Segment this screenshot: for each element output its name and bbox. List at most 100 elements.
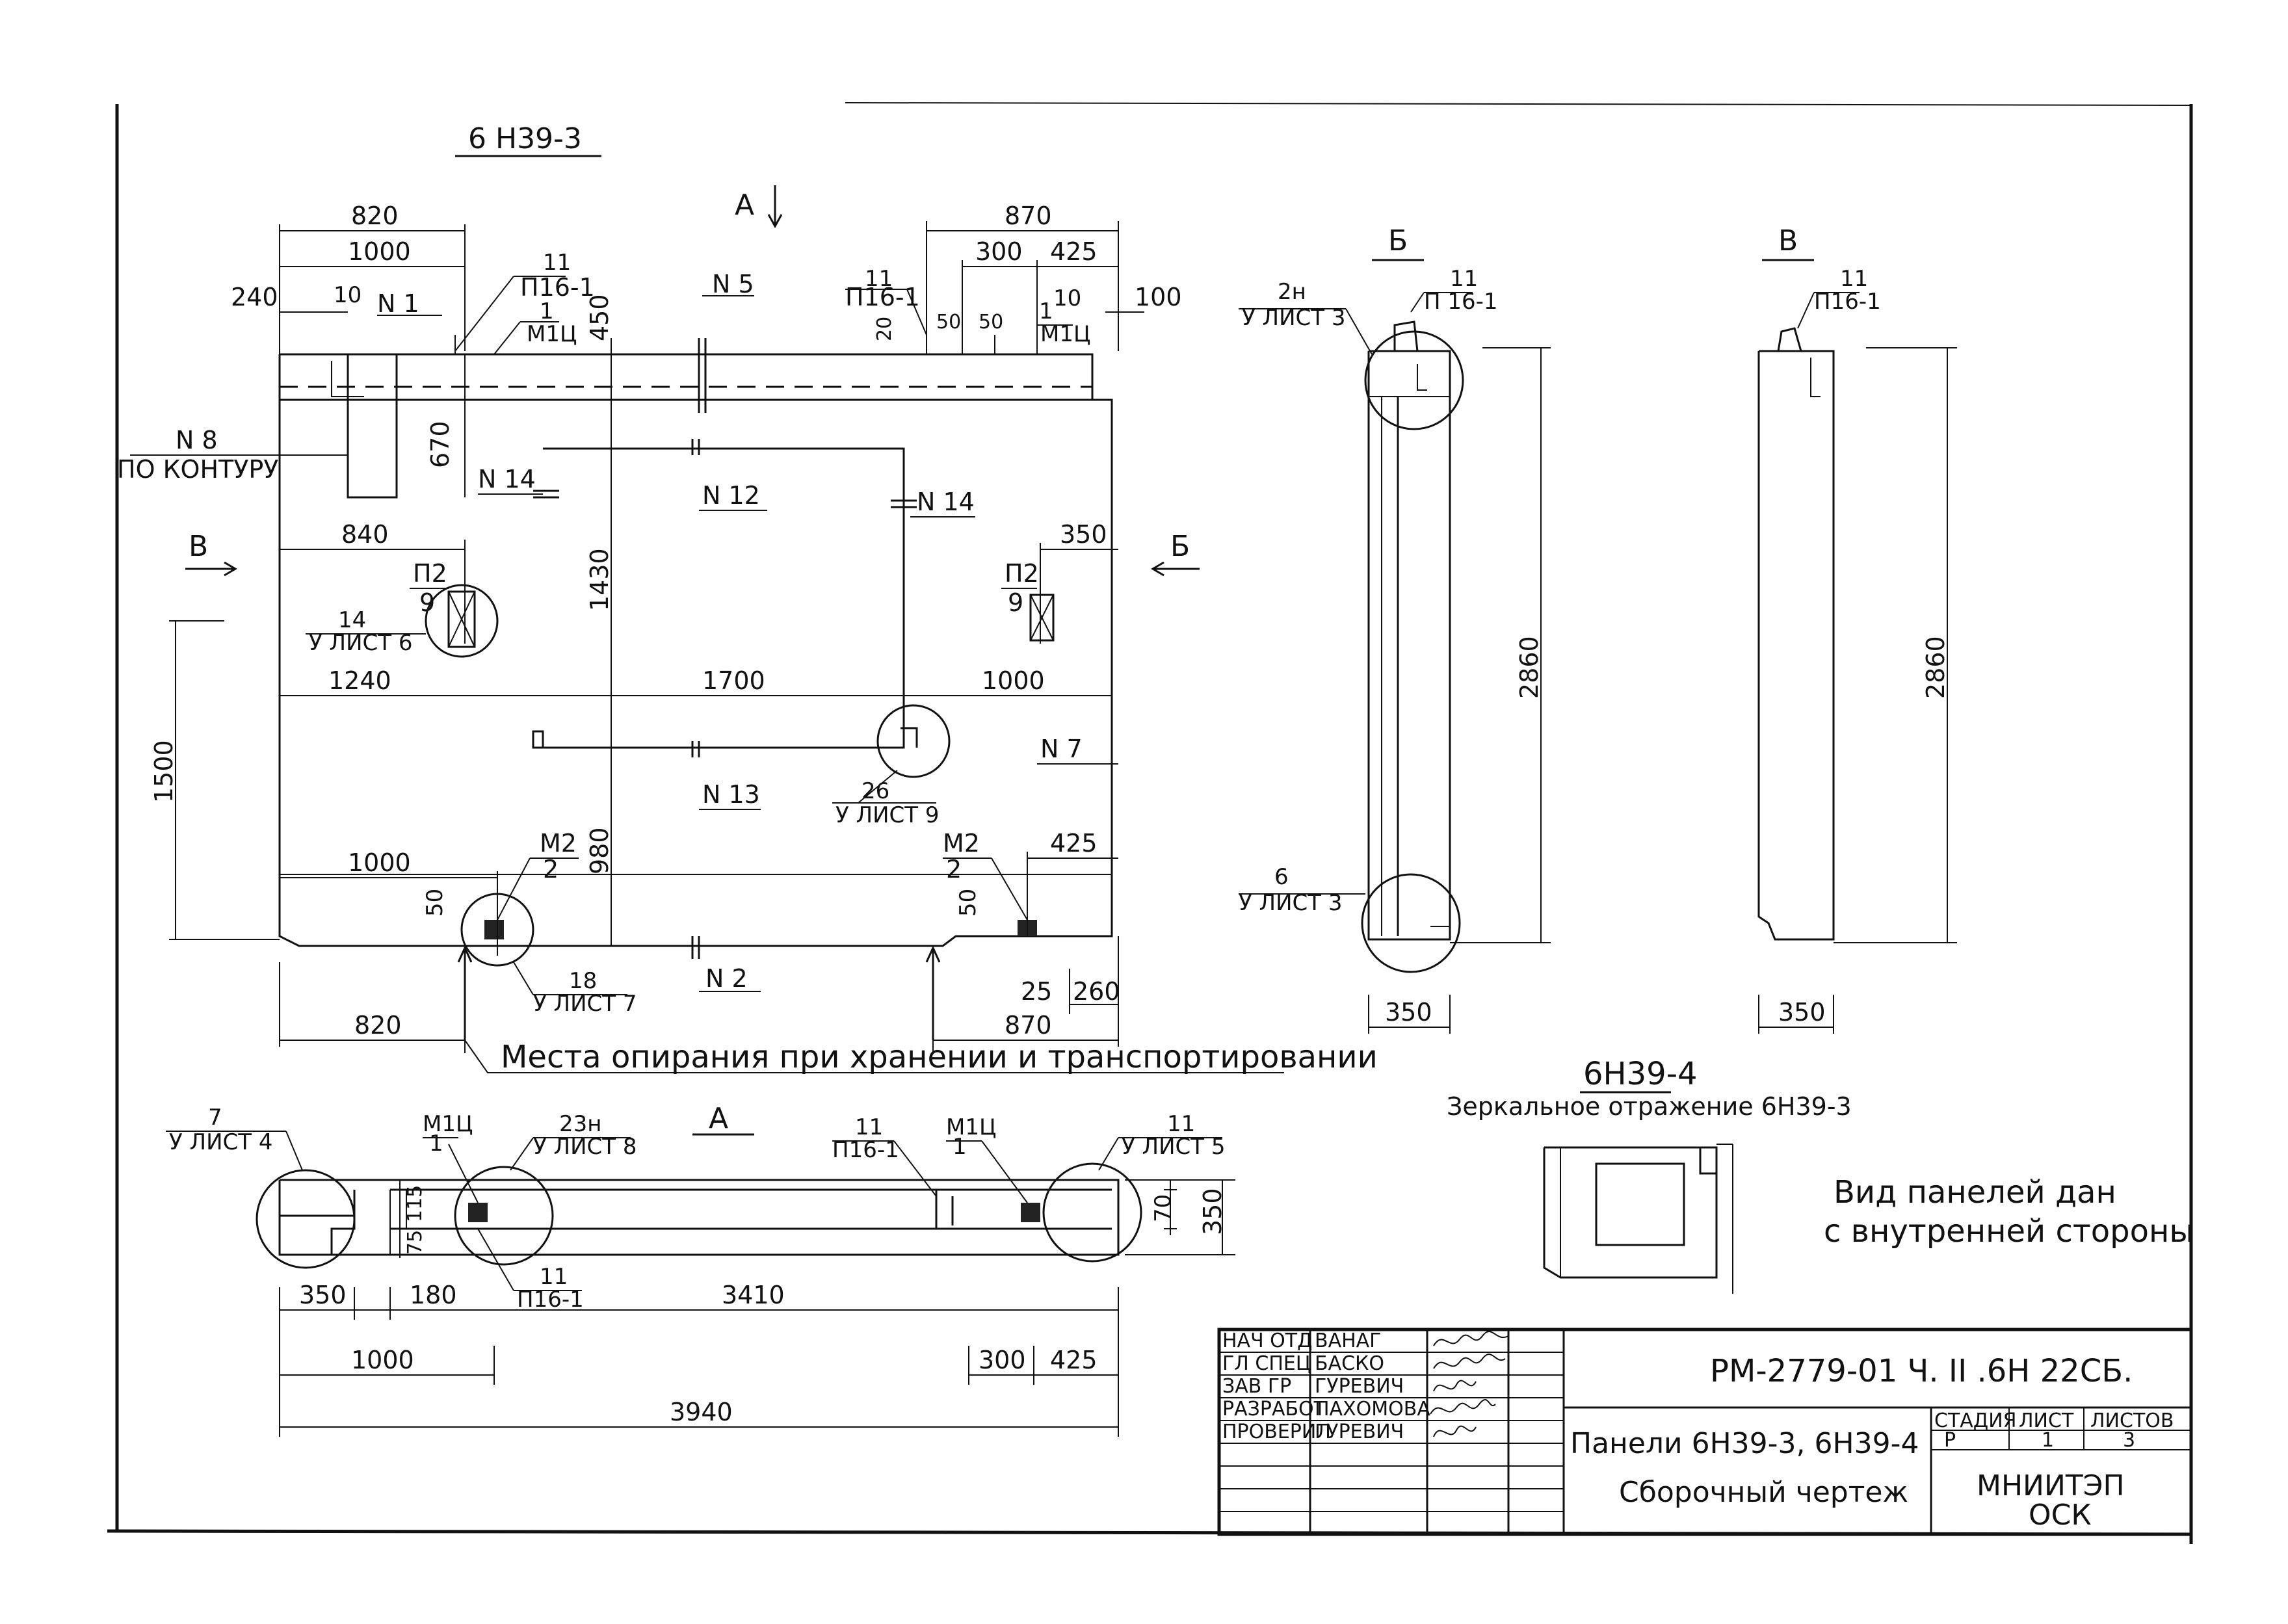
label-n1: N 1: [377, 289, 419, 318]
dim-10-right: 10: [1053, 285, 1081, 311]
dim-450: 450: [585, 294, 614, 341]
dim-50a: 50: [936, 311, 961, 334]
m1c-left: М1Ц: [527, 321, 577, 347]
label-n8: N 8: [176, 426, 218, 454]
tb-role-4: ПРОВЕРИЛ: [1222, 1421, 1331, 1443]
dim-820-bottom: 820: [354, 1011, 402, 1040]
dim-50b: 50: [979, 311, 1003, 334]
plan-m1c-right: М1Ц: [946, 1114, 996, 1140]
p16-right-num: 11: [865, 266, 893, 292]
plan-view: А 7 У ЛИСТ 4 1 М1Ц 23н У ЛИСТ 8 11 П16-1…: [166, 1102, 1235, 1437]
dim-1430: 1430: [585, 548, 614, 611]
plan-d350-left: 350: [299, 1281, 347, 1309]
dim-240: 240: [231, 283, 278, 311]
dim-20: 20: [873, 317, 896, 341]
plan-p16-mid-num: 11: [855, 1114, 883, 1140]
dim-100: 100: [1135, 283, 1182, 311]
dim-820-top: 820: [351, 202, 399, 230]
dim-350-right: 350: [1060, 520, 1107, 549]
view-note-line2: с внутренней стороны: [1824, 1213, 2194, 1250]
dim-1240: 1240: [328, 666, 391, 695]
plan-m1c-left: М1Ц: [423, 1111, 473, 1137]
dim-1000-top: 1000: [348, 237, 411, 266]
m1c-left-num: 1: [540, 298, 554, 324]
plan-view-marker: А: [709, 1102, 728, 1135]
plan-d350: 350: [1198, 1188, 1227, 1235]
list7-num: 18: [569, 968, 597, 994]
plan-ref7: У ЛИСТ 4: [169, 1129, 272, 1155]
dim-50-right: 50: [955, 889, 981, 917]
dim-980: 980: [585, 827, 614, 874]
view-b-marker-right: Б: [1170, 530, 1190, 563]
p2-right: П2: [1005, 559, 1039, 588]
label-n5: N 5: [712, 270, 754, 298]
dim-870-top: 870: [1005, 202, 1052, 230]
section-b: Б 2н У ЛИСТ 3 11 П 16-1 6 У ЛИСТ 3 2860 …: [1239, 224, 1551, 1034]
dim-1700: 1700: [702, 666, 765, 695]
support-note: Места опирания при хранении и транспорти…: [501, 1039, 1378, 1075]
plan-d115: 115: [404, 1185, 427, 1222]
list9: У ЛИСТ 9: [835, 802, 939, 828]
m2-right-num: 2: [946, 855, 962, 884]
dim-425-bottom: 425: [1050, 829, 1098, 858]
p2-right-num: 9: [1008, 588, 1023, 617]
plan-ref7-num: 7: [208, 1105, 222, 1131]
tb-org-line1: МНИИТЭП: [1977, 1469, 2125, 1502]
m2-right: М2: [943, 829, 980, 858]
dim-425-top: 425: [1050, 237, 1098, 266]
tb-role-3: РАЗРАБОТ: [1222, 1398, 1326, 1421]
plan-d75: 75: [404, 1230, 427, 1255]
view-a-marker: А: [735, 189, 754, 222]
tb-name-3: ПАХОМОВА: [1315, 1398, 1430, 1421]
dim-840: 840: [341, 520, 389, 549]
label-n12: N 12: [702, 481, 760, 510]
tb-name-2: ГУРЕВИЧ: [1315, 1375, 1404, 1398]
dim-50-left: 50: [422, 889, 448, 917]
label-n7: N 7: [1040, 735, 1083, 763]
mirror-view: 6Н39-4 Зеркальное отражение 6Н39-3: [1447, 1056, 1852, 1294]
section-v-marker: В: [1778, 224, 1798, 257]
plan-d3940: 3940: [670, 1398, 733, 1426]
p2-left: П2: [413, 559, 447, 588]
dim-10-left: 10: [334, 282, 362, 308]
dim-1500: 1500: [150, 740, 178, 803]
list9-num: 26: [861, 778, 889, 804]
tb-role-2: ЗАВ ГР: [1222, 1375, 1291, 1398]
tb-doc-name-line1: Панели 6Н39-3, 6Н39-4: [1570, 1427, 1919, 1460]
plan-d70: 70: [1150, 1194, 1176, 1222]
main-view: 6 Н39-3 А: [117, 122, 1378, 1075]
title-block: НАЧ ОТД ВАНАГ ГЛ СПЕЦ БАСКО ЗАВ ГР ГУРЕВ…: [1217, 1328, 2193, 1536]
main-view-title: 6 Н39-3: [468, 122, 582, 155]
label-n13: N 13: [702, 780, 760, 809]
view-note: Вид панелей дан с внутренней стороны: [1824, 1174, 2194, 1250]
p16-right: П16-1: [845, 283, 920, 311]
tb-name-4: ГУРЕВИЧ: [1315, 1421, 1404, 1443]
tb-org-line2: ОСК: [2029, 1499, 2092, 1532]
tb-role-1: ГЛ СПЕЦ: [1222, 1352, 1311, 1375]
mirror-title: 6Н39-4: [1583, 1056, 1698, 1092]
plan-p16-bottom-num: 11: [540, 1264, 568, 1290]
label-n14-right: N 14: [917, 488, 975, 516]
plan-ref5-num: 11: [1167, 1111, 1195, 1137]
section-b-p16-num: 11: [1450, 266, 1478, 292]
plan-d425: 425: [1050, 1346, 1098, 1374]
sheet-border: [107, 102, 2193, 1544]
dim-300-top: 300: [975, 237, 1023, 266]
section-b-ref2-num: 6: [1274, 864, 1289, 890]
window-opening: [532, 447, 905, 749]
tb-sheets-header: ЛИСТОВ: [2090, 1409, 2174, 1432]
label-n2: N 2: [705, 964, 748, 993]
section-b-marker: Б: [1388, 224, 1408, 257]
mirror-subtitle: Зеркальное отражение 6Н39-3: [1447, 1092, 1852, 1121]
tb-sheets: 3: [2123, 1429, 2135, 1452]
plan-d180: 180: [410, 1281, 457, 1309]
tb-name-0: ВАНАГ: [1315, 1329, 1381, 1352]
dim-670: 670: [426, 421, 454, 468]
tb-name-1: БАСКО: [1315, 1352, 1384, 1375]
label-po-konturu: ПО КОНТУРУ: [117, 455, 278, 484]
label-n14-left: N 14: [478, 465, 536, 493]
section-v-width: 350: [1778, 998, 1826, 1027]
p2-left-num: 9: [419, 588, 435, 617]
m1c-right-num: 1: [1039, 298, 1053, 324]
